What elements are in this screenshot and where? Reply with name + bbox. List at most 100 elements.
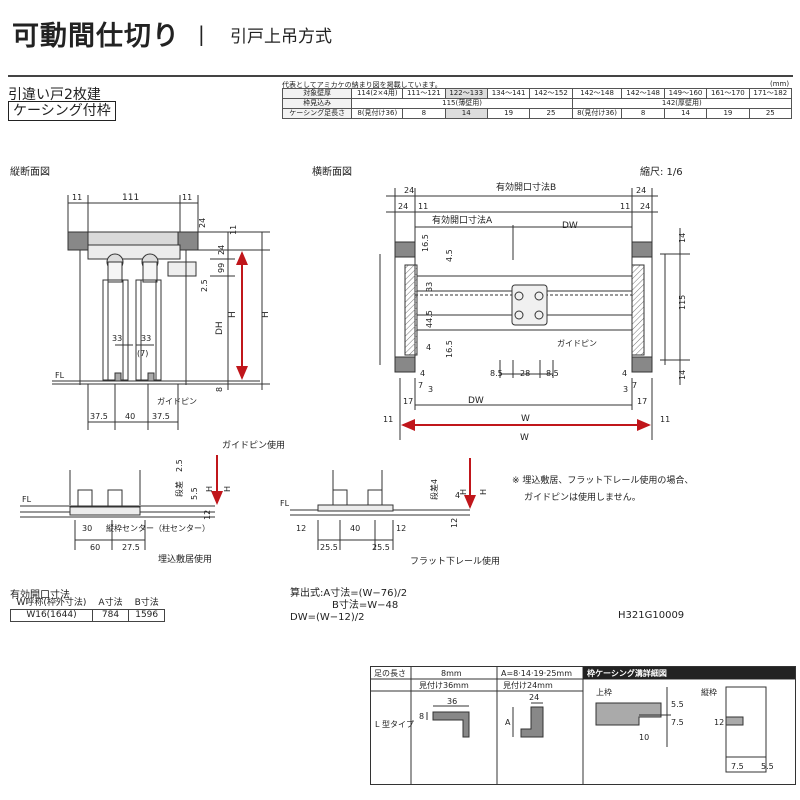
dim-label: 2.5 <box>200 279 209 292</box>
formula-line: 算出式:A寸法=(W−76)/2 <box>290 588 408 599</box>
page-subtitle: 引戸上吊方式 <box>230 27 332 47</box>
formula-line: B寸法=W−48 <box>332 600 399 611</box>
floor-level-label: FL <box>55 371 65 380</box>
effective-opening-table: W呼称(枠外寸法) A寸法 B寸法 W16(1644) 784 1596 <box>10 598 166 622</box>
legend-face24: 見付け24mm <box>503 680 553 690</box>
vertical-section <box>52 195 270 430</box>
dim-label: 99 <box>217 263 226 273</box>
dim-label: 111 <box>122 193 139 203</box>
dim-label: 24 <box>217 245 226 255</box>
legend-dim: A <box>505 718 511 727</box>
guide-pin-label: ガイドピン <box>157 396 197 406</box>
flat-rail-labels: FL 段差4 4 H H 12 12 40 12 25.5 25.5 フラット下… <box>280 479 500 567</box>
dim-label: 25.5 <box>320 543 338 552</box>
dim-label: DH <box>215 321 225 335</box>
dim-label: 24 <box>198 218 207 228</box>
dim-label: 11 <box>72 193 82 202</box>
table-row: W16(1644) 784 1596 <box>10 609 166 622</box>
legend-dim: 5.5 <box>671 700 684 709</box>
legend-dim: 5.5 <box>761 762 774 771</box>
legend-dim: 24 <box>529 693 539 702</box>
dim-label: 115 <box>678 295 687 310</box>
vertical-section-title: 縦断面図 <box>10 165 50 178</box>
dim-label: 段差4 <box>429 479 439 500</box>
legend-top-frame: 上枠 <box>596 687 612 697</box>
floor-level-label: FL <box>22 495 32 504</box>
table-header-row: W呼称(枠外寸法) A寸法 B寸法 <box>10 598 165 610</box>
dim-label: 4 <box>622 369 627 378</box>
header-divider <box>8 75 793 77</box>
dim-label: 12 <box>450 518 459 528</box>
dim-label: 11 <box>660 415 670 424</box>
reference-code: H321G10009 <box>618 610 685 621</box>
door-type-label: 引違い戸2枚建 <box>8 87 101 103</box>
dim-label: 33 <box>141 334 151 343</box>
dim-label: 44.5 <box>425 310 434 328</box>
legend-vert-frame: 縦枠 <box>701 687 717 697</box>
legend-dim: 7.5 <box>671 718 684 727</box>
spec-cell: 25 <box>748 108 793 119</box>
dim-label: 17 <box>637 397 647 406</box>
legend-dim: 10 <box>639 733 649 742</box>
scale-label: 縮尺: 1/6 <box>640 165 683 178</box>
dim-label: 33 <box>425 282 434 292</box>
dim-label: 16.5 <box>421 234 430 252</box>
dim-label: 24 <box>640 202 650 211</box>
dim-label: H <box>459 489 468 495</box>
legend-foot-length: 足の長さ <box>374 669 406 678</box>
spec-table: 対象壁厚 114(2×4用) 111〜121 122〜133 134〜141 1… <box>281 88 793 119</box>
dim-label: H <box>228 311 238 318</box>
legend-graphic: 足の長さ 8mm A=8·14·19·25mm 枠ケーシング溝詳細図 見付け36… <box>371 667 795 784</box>
table-header: B寸法 <box>128 598 165 610</box>
dim-label: 14 <box>678 233 687 243</box>
dim-label: 3 <box>428 385 433 394</box>
dim-label: 7 <box>632 381 637 390</box>
guide-pin-use-label: ガイドピン使用 <box>222 439 285 451</box>
spec-cell: 25 <box>529 108 573 119</box>
note-line: ガイドピンは使用しません。 <box>524 493 641 503</box>
embedded-sill-caption: 埋込敷居使用 <box>158 553 212 565</box>
dim-label: 37.5 <box>152 412 170 421</box>
dim-label: 12 <box>396 524 406 533</box>
dim-label: 27.5 <box>122 543 140 552</box>
effective-opening-title: 有効開口寸法 <box>10 590 70 601</box>
legend-dim: 8 <box>419 712 424 721</box>
dim-label: DW <box>468 396 484 406</box>
spec-row-casing: ケーシング足長さ 8(見付け36) 8 14 19 25 8(見付け36) 8 … <box>281 108 793 119</box>
dim-label: H <box>479 489 488 495</box>
dim-label: 4 <box>426 343 431 352</box>
embedded-sill-detail <box>20 470 215 550</box>
casing-legend: 足の長さ 8mm A=8·14·19·25mm 枠ケーシング溝詳細図 見付け36… <box>370 666 796 785</box>
dim-label: H <box>205 486 214 492</box>
dim-label: 11 <box>229 225 238 235</box>
dim-label: W <box>521 414 530 424</box>
dim-label: 14 <box>678 370 687 380</box>
dim-label: 8.5 <box>490 369 503 378</box>
spec-unit: (mm) <box>770 80 790 88</box>
dim-label: 4.5 <box>445 249 454 262</box>
dim-label: 有効開口寸法A <box>432 214 493 226</box>
legend-face36: 見付け36mm <box>419 680 469 690</box>
legend-dim: 36 <box>447 697 457 706</box>
dim-label: 段差 <box>174 481 184 497</box>
dim-label: DW <box>562 221 578 231</box>
legend-l-type: L 型タイプ <box>375 720 414 729</box>
casing-label: ケーシング付枠 <box>8 101 116 121</box>
dim-label: 24 <box>404 186 414 195</box>
horizontal-dim-labels: 24 有効開口寸法B 24 24 11 11 24 有効開口寸法A DW 16.… <box>383 181 687 443</box>
legend-dim: 12 <box>714 718 724 727</box>
dim-label: 30 <box>82 524 92 533</box>
flat-rail-detail <box>290 470 470 550</box>
center-line-label: 縦枠センター（柱センター） <box>106 523 210 533</box>
dim-label: 24 <box>398 202 408 211</box>
dim-label: 16.5 <box>445 340 454 358</box>
dim-label: H <box>261 311 271 318</box>
dim-label: (7) <box>137 349 148 358</box>
spec-cell: ケーシング足長さ <box>281 108 353 119</box>
embedded-sill-labels: FL 2.5 段差 5.5 12 H H 30 縦枠センター（柱センター） 60… <box>22 459 232 565</box>
dim-label: 8.5 <box>546 369 559 378</box>
dim-label: 11 <box>182 193 192 202</box>
dim-label: 12 <box>296 524 306 533</box>
dim-label: W <box>520 433 529 443</box>
dim-label: 12 <box>203 510 212 520</box>
